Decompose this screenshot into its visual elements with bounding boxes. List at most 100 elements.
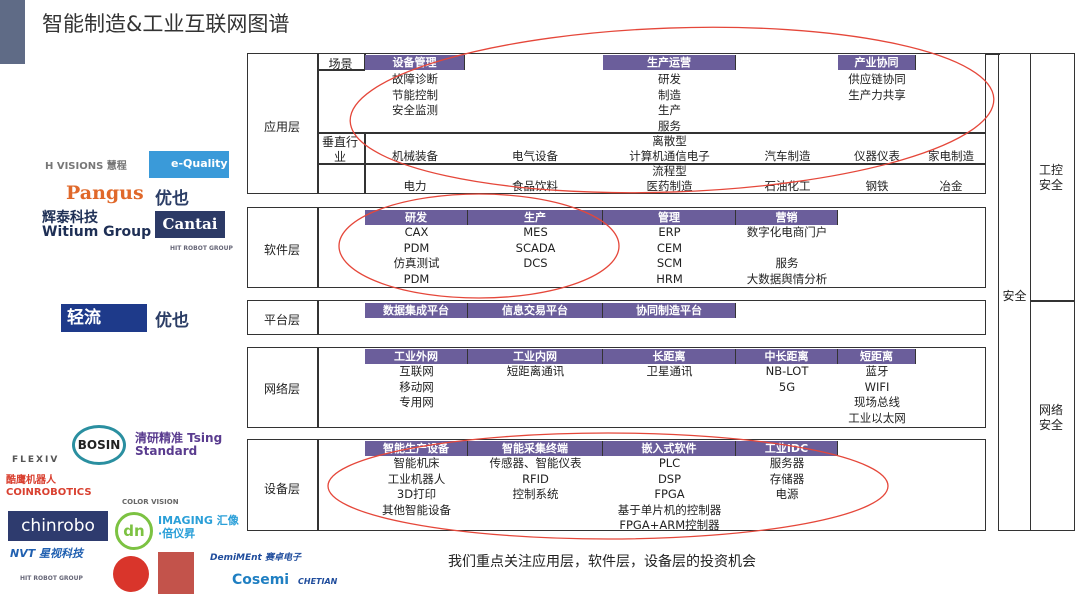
logo-chetian: CHETIAN	[298, 577, 338, 586]
cell: PLC	[658, 456, 681, 470]
cell: CAX	[404, 225, 429, 239]
logo-chinrobo: chinrobo	[8, 511, 108, 541]
cell: SCM	[656, 256, 683, 270]
cell: 家电制造	[928, 149, 974, 163]
cell: 其他智能设备	[382, 502, 451, 517]
cell: 工业以太网	[848, 410, 906, 425]
header: 管理	[603, 210, 736, 225]
scene-label: 场景	[328, 57, 353, 71]
logo-nvt: NVT 星视科技	[10, 547, 84, 560]
header: 智能采集终端	[468, 441, 603, 456]
application-layer-label: 应用层	[263, 120, 300, 134]
cell: 离散型	[652, 134, 687, 148]
logo-equality: e-Quality	[149, 151, 229, 178]
cell: 大数据舆情分析	[746, 271, 828, 286]
cell: 生产力共享	[848, 87, 906, 102]
cell: 3D打印	[396, 487, 437, 501]
logo-hit-2: HIT ROBOT GROUP	[20, 575, 83, 582]
cell: MES	[523, 225, 548, 239]
network-security-label: 网络安全	[1038, 403, 1063, 432]
header: 工业内网	[468, 349, 603, 364]
security-label: 安全	[1002, 289, 1027, 303]
logo-bosin: BOSIN	[72, 425, 126, 465]
cell: 专用网	[399, 395, 434, 409]
cell: 现场总线	[854, 395, 900, 409]
logo-hvisions: H VISIONS 慧程	[45, 161, 127, 172]
cell: 食品饮料	[512, 179, 558, 193]
cell: 钢铁	[865, 179, 889, 193]
cell: 短距离通讯	[506, 364, 565, 378]
header: 短距离	[838, 349, 916, 364]
header: 嵌入式软件	[603, 441, 736, 456]
cell: WIFI	[864, 379, 890, 394]
header: 信息交易平台	[468, 303, 603, 318]
cell: 电源	[775, 487, 799, 501]
header: 研发	[365, 210, 468, 225]
logo-witium: 辉泰科技 Witium Group	[42, 210, 152, 240]
cell: NB-LOT	[765, 364, 809, 378]
cell: 流程型	[652, 164, 687, 178]
cell: 工业机器人	[387, 471, 446, 486]
header-device-mgmt: 设备管理	[365, 55, 465, 70]
logo-qingliu: 轻流	[61, 304, 147, 332]
cell: DCS	[523, 256, 548, 270]
cell: 仿真测试	[393, 256, 440, 270]
header: 营销	[736, 210, 838, 225]
header: 工业外网	[365, 349, 468, 364]
logo-colorvision: COLOR VISION	[122, 498, 179, 506]
cell: 电气设备	[512, 149, 558, 163]
page-title: 智能制造&工业互联网图谱	[42, 12, 290, 36]
logo-youye-2: 优也	[155, 311, 189, 331]
vertical-label: 垂直行业	[322, 135, 359, 164]
cell: 计算机通信电子	[629, 149, 710, 163]
platform-layer-label: 平台层	[263, 313, 300, 327]
logo-cosemi: Cosemi	[232, 572, 290, 588]
network-layer-label: 网络层	[263, 382, 300, 396]
cell: 安全监测	[392, 103, 438, 117]
cell: 互联网	[399, 364, 434, 378]
corner-accent	[0, 0, 25, 64]
cell: SCADA	[515, 240, 556, 255]
footer-note: 我们重点关注应用层，软件层，设备层的投资机会	[448, 554, 756, 570]
cell: PDM	[403, 271, 430, 286]
logo-red-seal	[158, 552, 194, 594]
cell: RFID	[522, 471, 549, 486]
cell: CEM	[656, 240, 683, 255]
cell: PDM	[403, 240, 430, 255]
header: 数据集成平台	[365, 303, 468, 318]
cell: 冶金	[939, 179, 963, 193]
cell: 智能机床	[393, 456, 440, 470]
industrial-security-label: 工控安全	[1038, 163, 1063, 192]
cell: 生产	[658, 103, 681, 117]
header: 生产	[468, 210, 603, 225]
cell: DSP	[657, 471, 682, 486]
cell: 电力	[403, 179, 427, 193]
cell: 仪器仪表	[854, 149, 900, 163]
cell: ERP	[658, 225, 681, 239]
cell: 卫星通讯	[646, 364, 693, 378]
cell: 控制系统	[512, 487, 559, 501]
header: 长距离	[603, 349, 736, 364]
cell: 服务	[658, 118, 681, 133]
cell: 研发	[658, 72, 681, 86]
security-subcolumn	[1030, 53, 1075, 531]
cell: HRM	[656, 271, 683, 286]
header: 智能生产设备	[365, 441, 468, 456]
cell: 服务	[775, 256, 799, 270]
logo-imaging: IMAGING 汇像·倍仪昇	[158, 514, 239, 540]
logo-dn: dn	[115, 512, 153, 550]
header-industry-collab: 产业协同	[838, 55, 916, 70]
logo-hit: HIT ROBOT GROUP	[170, 245, 233, 252]
header-production-ops: 生产运营	[603, 55, 736, 70]
header: 协同制造平台	[603, 303, 736, 318]
device-layer-label: 设备层	[263, 482, 300, 496]
logo-youye: 优也	[155, 189, 189, 209]
cell: 医药制造	[646, 179, 693, 193]
cell: 数字化电商门户	[746, 225, 828, 239]
cell: 服务器	[769, 456, 805, 470]
cell: 存储器	[769, 471, 805, 486]
logo-pangus: Pangus	[66, 182, 144, 204]
cell: 机械装备	[392, 149, 438, 163]
cell: 基于单片机的控制器	[617, 502, 722, 517]
header: 工业IDC	[736, 441, 838, 456]
